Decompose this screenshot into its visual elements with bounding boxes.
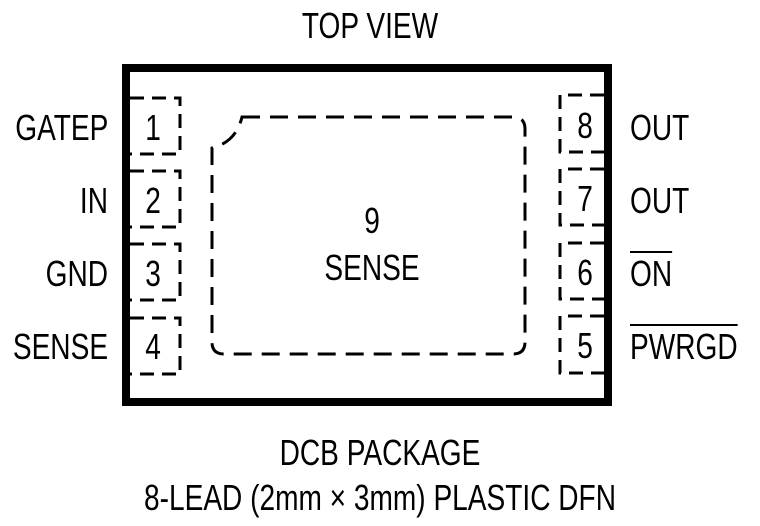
exposed-pad-number: 9 xyxy=(364,200,380,241)
pad-4 xyxy=(130,316,182,376)
pad-3 xyxy=(130,242,182,302)
pin-label-7: OUT xyxy=(630,180,690,221)
exposed-pad-label: SENSE xyxy=(324,247,420,288)
pin-number-6: 6 xyxy=(577,252,593,293)
pad-8 xyxy=(558,93,604,154)
package-description: 8-LEAD (2mm × 3mm) PLASTIC DFN xyxy=(144,477,616,518)
pad-1 xyxy=(130,96,182,156)
pin-label-2: IN xyxy=(79,180,108,221)
exposed-pad xyxy=(210,115,527,356)
left-pads xyxy=(130,96,182,376)
pin-number-5: 5 xyxy=(577,325,593,366)
pin-number-2: 2 xyxy=(145,180,161,221)
diagram-title: TOP VIEW xyxy=(301,5,439,46)
package-name: DCB PACKAGE xyxy=(279,432,481,473)
pad-6 xyxy=(558,241,604,301)
pin-number-4: 4 xyxy=(145,326,161,367)
pin-label-1: GATEP xyxy=(14,107,108,148)
package-body xyxy=(122,64,612,406)
pin-label-8: OUT xyxy=(630,107,690,148)
pad-2 xyxy=(130,169,182,229)
pin-label-4: SENSE xyxy=(12,326,108,367)
pin-number-8: 8 xyxy=(577,105,593,146)
pin-number-7: 7 xyxy=(577,178,593,219)
pad-7 xyxy=(558,167,604,227)
pad-5 xyxy=(558,314,604,375)
pin-number-1: 1 xyxy=(145,107,161,148)
right-pads xyxy=(558,93,604,375)
pin-label-3: GND xyxy=(45,253,108,294)
pin-label-5: PWRGD xyxy=(630,326,738,367)
pin-label-6: ON xyxy=(630,253,673,294)
pin-number-3: 3 xyxy=(145,253,161,294)
